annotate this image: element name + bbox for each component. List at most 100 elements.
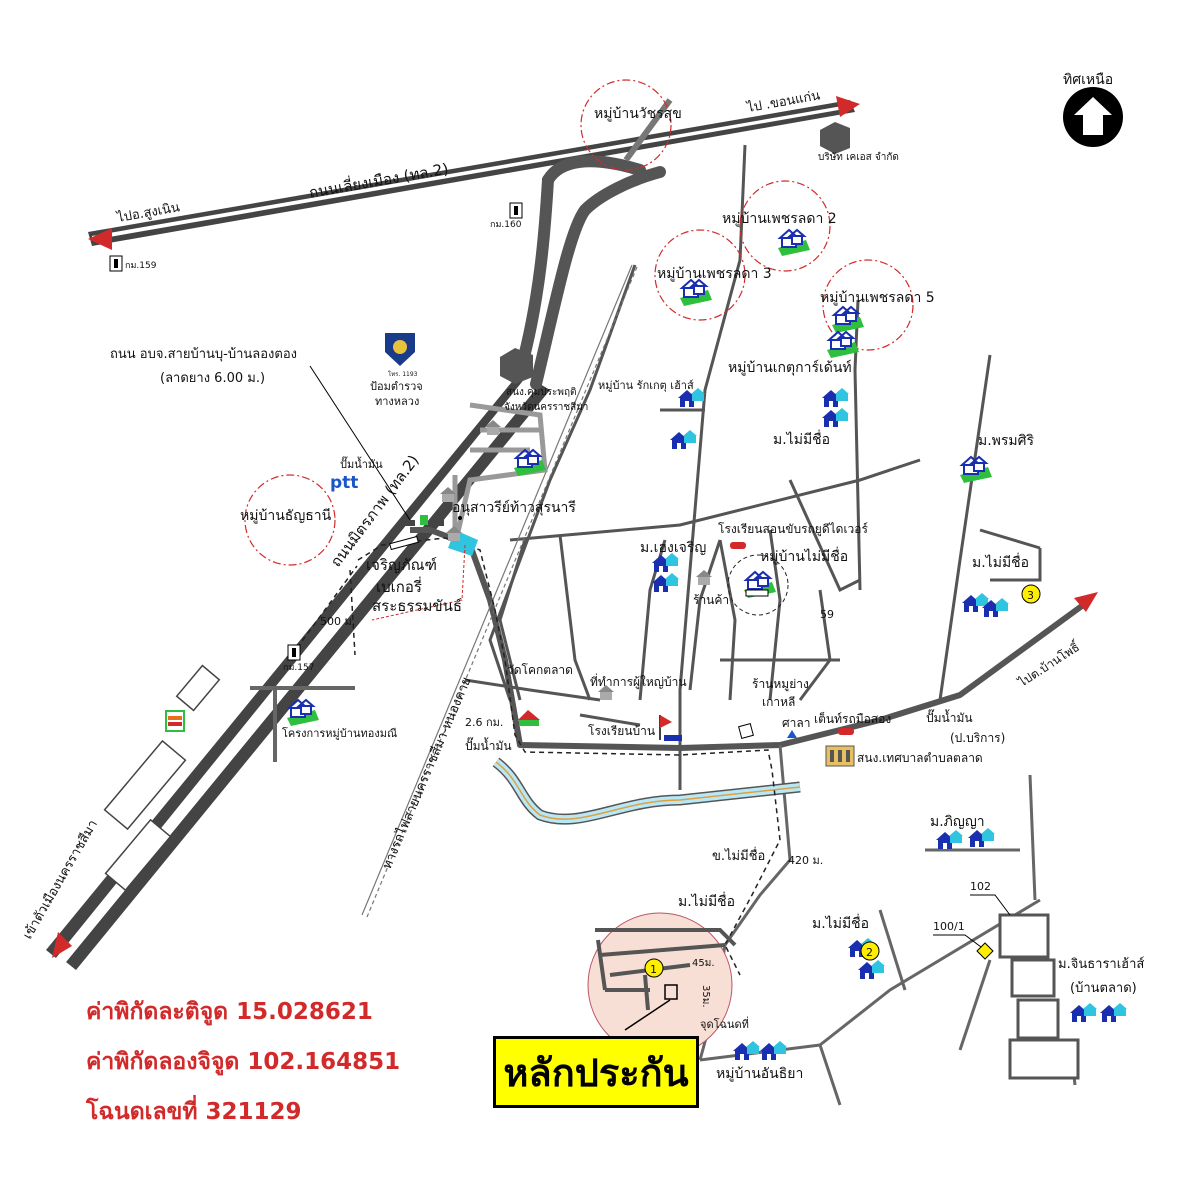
village-circles: [244, 79, 914, 566]
plot-102-pointer: [970, 894, 1011, 916]
ptt-pump-label: ปั๊มน้ำมัน: [340, 456, 383, 471]
school-label: โรงเรียนบ้าน: [588, 724, 655, 738]
obj-road-pointer: [309, 365, 411, 521]
distance-35: 35ม.: [700, 985, 711, 1008]
municipality-label: สนง.เทศบาลตำบลตลาด: [857, 751, 983, 765]
frontage-stripes: [103, 664, 221, 892]
arrow-to-khonkaen: [836, 96, 860, 117]
obj-road-label-1: ถนน อบจ.สายบ้านบุ-บ้านลองตอง: [110, 347, 297, 362]
pump-east-label-1: ปั๊มน้ำมัน: [926, 709, 973, 725]
center-gate: [745, 589, 769, 597]
num-59: 59: [820, 608, 834, 621]
plot-100-1: 100/1: [933, 920, 965, 933]
tent-label: เต็นท์รถมือสอง: [814, 711, 891, 726]
seven-eleven-icon: [165, 710, 185, 732]
village-center: หมู่บ้านไม่มีชื่อ: [760, 547, 848, 565]
headman-label: ที่ทำการผู้ใหญ่บ้าน: [590, 673, 687, 690]
ptt-logo-icon: ptt: [330, 473, 358, 493]
subject-plot: [664, 984, 678, 1000]
police-label-2: ทางหลวง: [375, 395, 419, 408]
sala-label: ศาลา: [782, 716, 810, 730]
shop-label: ร้านค้า: [693, 593, 729, 607]
village-anthiya: หมู่บ้านอันธิยา: [716, 1066, 803, 1082]
distance-500: 500 ม.: [320, 615, 355, 628]
monument-dot: [458, 516, 462, 520]
km-160: กม.160: [490, 220, 522, 230]
marker-3-icon: 3: [1021, 584, 1041, 604]
interchange: [514, 155, 666, 390]
thongmanee-road: [250, 686, 355, 762]
km-159: กม.159: [125, 261, 157, 271]
village-phinya: ม.ภิญญา: [930, 814, 985, 830]
village-phromsiri: ม.พรมศิริ: [978, 433, 1035, 449]
ring-road: [88, 100, 855, 246]
monument-label: อนุสาวรีย์ท้าวสุรนารี: [452, 499, 576, 516]
plot-100-1-marker: [976, 942, 994, 960]
village-chintara-1: ม.จินธาราเฮ้าส์: [1058, 956, 1144, 972]
village-ketkarn: หมู่บ้านเกตุการ์เด้นท์: [728, 359, 852, 376]
temple-icon: [518, 710, 540, 726]
sala-icon: [787, 730, 797, 738]
svg-text:2: 2: [866, 946, 873, 959]
driving-school: โรงเรียนสอนขับรถยูดีไดเวอร์: [718, 522, 868, 537]
flag-icon: [659, 715, 682, 741]
railway-label: ทางรถไฟสายนครราชสีมา-หนองคาย: [379, 675, 475, 872]
village-rakket: หมู่บ้าน รักเกตุ เฮ้าส์: [598, 379, 694, 392]
distance-420: 420 ม.: [788, 854, 823, 867]
bbq-icon: [738, 723, 754, 739]
pond-label: สระธรรมขันธ์: [372, 597, 462, 615]
distance-2-6: 2.6 กม.: [465, 716, 503, 729]
svg-text:1: 1: [650, 963, 657, 976]
village-chintara-2: (บ้านตลาด): [1070, 981, 1137, 996]
land-office-2: จังหวัดนครราชสีมา: [504, 401, 588, 413]
municipality-icon: [825, 745, 855, 767]
bakery-label-2: เบเกอรี่: [376, 576, 422, 596]
arrow-to-city: [52, 932, 72, 958]
svg-text:3: 3: [1027, 589, 1034, 602]
latitude-text: ค่าพิกัดละติจูด 15.028621: [86, 999, 373, 1025]
arrow-to-ban-pho: [1074, 592, 1098, 612]
km-157: กม.157: [283, 663, 314, 673]
canal: [492, 757, 801, 825]
village-thanyathani: หมู่บ้านธัญธานี: [240, 508, 332, 524]
plot-100-1-pointer: [933, 934, 986, 951]
chintara-blocks: [998, 913, 1080, 1080]
road-watcharasuk: [623, 98, 673, 162]
village-watcharasuk: หมู่บ้านวัชรสุข: [594, 106, 682, 122]
bbq-label-2: เกาหลี: [762, 695, 795, 709]
marker-1-icon: 1: [644, 958, 664, 978]
village-hengcharoen: ม.เฮงเจริญ: [640, 540, 706, 556]
route-dashed: [296, 537, 781, 976]
km-post-icon: [509, 202, 523, 219]
obj-road-label-2: (ลาดยาง 6.00 ม.): [160, 371, 265, 386]
km-post-icon: [109, 255, 123, 272]
wat-label: วัดโคกตลาด: [507, 663, 573, 677]
local-roads: [464, 144, 1042, 790]
center-village-circle: [727, 554, 789, 616]
bakery-label-1: เจริญภัณฑ์: [366, 556, 437, 574]
north-arrow-icon: [1063, 87, 1123, 147]
subject-pointer: [624, 999, 671, 1031]
point-start-label: จุดโฉนดที่: [700, 1016, 749, 1031]
collateral-label: หลักประกัน: [493, 1036, 699, 1108]
svg-text:โทร. 1193: โทร. 1193: [388, 370, 418, 378]
police-badge-icon: โทร. 1193: [385, 333, 418, 378]
km-post-icon: [287, 644, 301, 661]
village-phetlada5: หมู่บ้านเพชรลดา 5: [820, 290, 935, 306]
village-phetlada2: หมู่บ้านเพชรลดา 2: [722, 211, 837, 227]
bakery-boundary: [371, 544, 466, 621]
north-label: ทิศเหนือ: [1063, 72, 1113, 88]
building-icon: [500, 122, 850, 384]
car-icon: [730, 542, 746, 549]
village-mai-mi-chue-east: ม.ไม่มีชื่อ: [972, 553, 1029, 571]
pump2-label: ปั๊มน้ำมัน: [465, 737, 512, 753]
village-phetlada3: หมู่บ้านเพชรลดา 3: [657, 266, 772, 282]
bakery-icon: [389, 515, 444, 551]
marker-2-icon: 2: [860, 941, 880, 961]
soi-label: ข.ไม่มีชื่อ: [712, 847, 765, 864]
pump-east-label-2: (ป.บริการ): [950, 731, 1005, 745]
car2-icon: [838, 728, 854, 735]
village-mai-mi-chue-south: ม.ไม่มีชื่อ: [678, 892, 735, 910]
plot-102: 102: [970, 880, 991, 893]
